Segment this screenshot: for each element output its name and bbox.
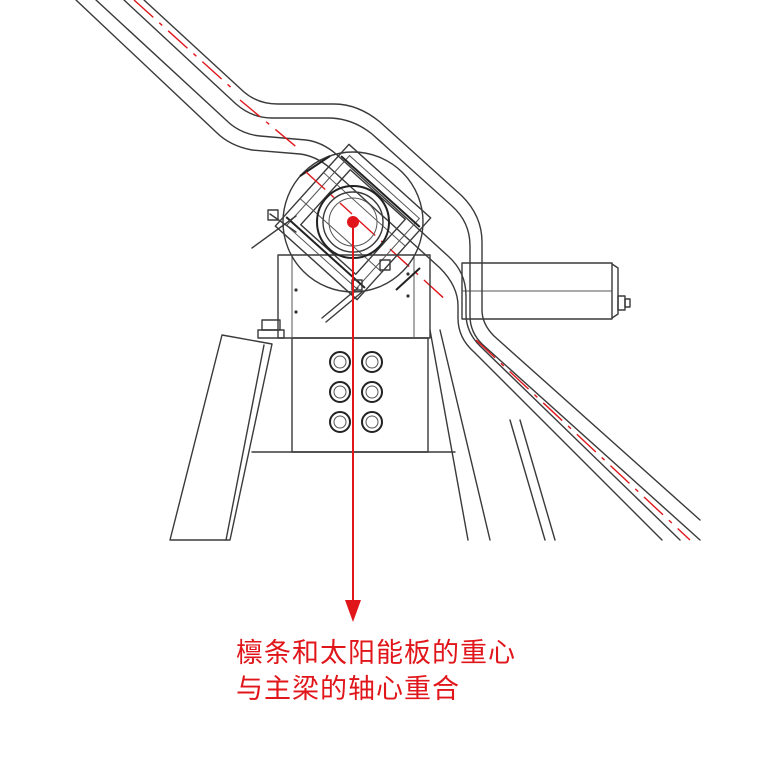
- annotation-arrowhead: [345, 600, 361, 622]
- bearing-assembly: [251, 143, 432, 323]
- support-legs: [169, 329, 556, 541]
- bolt-group: [329, 351, 383, 433]
- center-of-gravity-annotation: [345, 216, 361, 622]
- clamp-centerline: [305, 171, 353, 215]
- caption-line-2: 与主梁的轴心重合: [236, 674, 460, 705]
- beam-centerline: [133, 0, 691, 541]
- right-tube: [461, 262, 631, 320]
- caption-line-1: 檩条和太阳能板的重心: [236, 638, 516, 669]
- annotation-caption: 檩条和太阳能板的重心 与主梁的轴心重合: [236, 636, 656, 708]
